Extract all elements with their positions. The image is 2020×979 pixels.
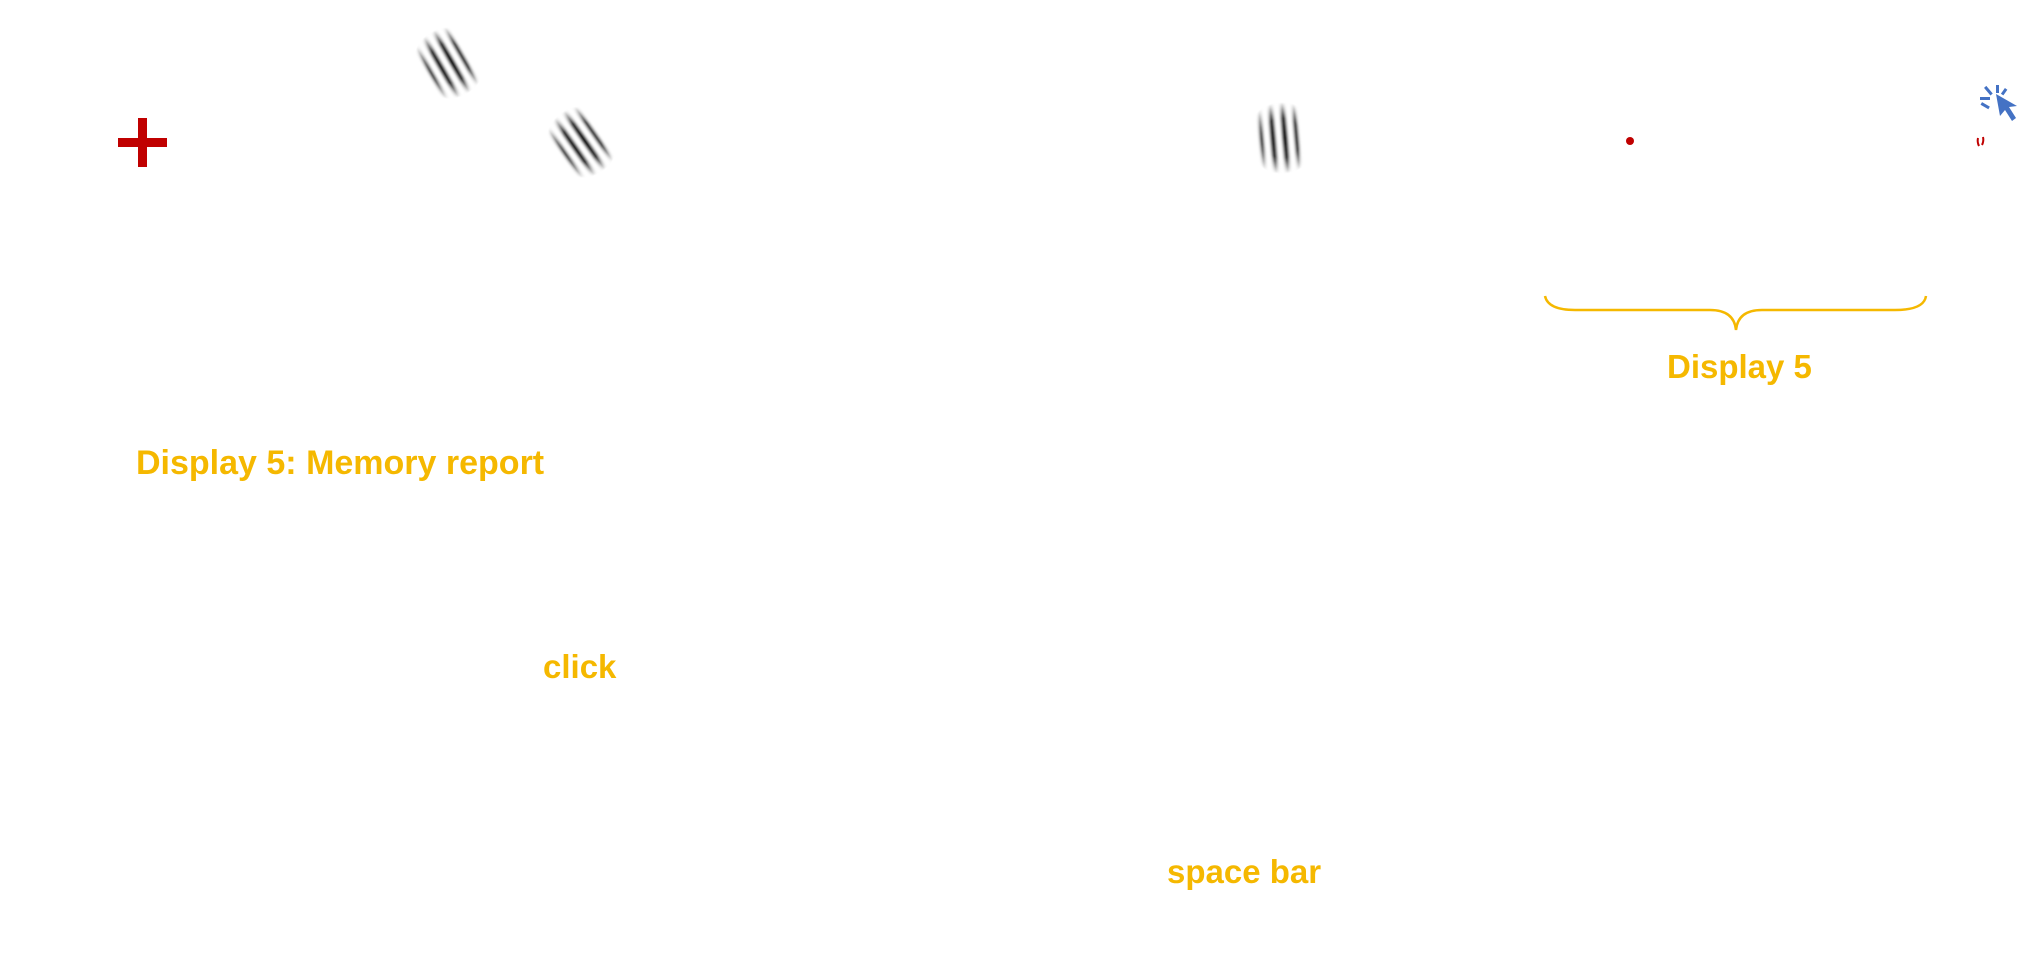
grating-stimulus-3	[1243, 99, 1321, 177]
grating-stimulus-1	[400, 14, 498, 112]
click-label: click	[543, 648, 617, 685]
grating-stimulus-2	[532, 92, 632, 192]
fixation-cross-icon	[118, 118, 167, 167]
response-mark	[1976, 136, 1985, 147]
display-label: Display 5	[1667, 348, 1812, 385]
display-brace	[1543, 295, 1928, 331]
display-title-label: Display 5: Memory report	[136, 444, 545, 482]
space-bar-label: space bar	[1167, 853, 1322, 890]
mouse-click-cursor-icon	[1980, 85, 2017, 121]
probe-dot	[1626, 137, 1634, 145]
